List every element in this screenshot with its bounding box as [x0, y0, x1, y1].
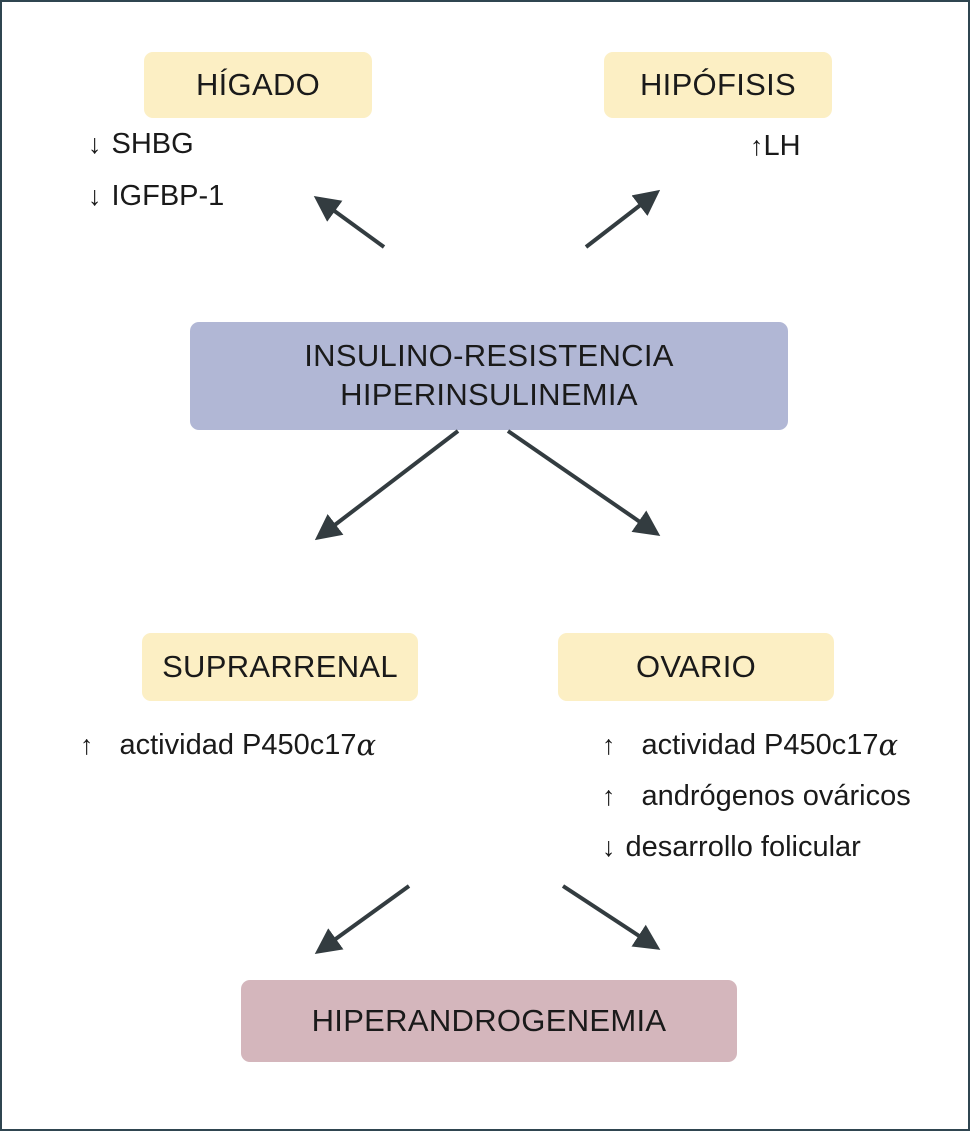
suprarrenal-box: SUPRARRENAL [142, 633, 418, 701]
alpha-symbol: α [878, 728, 899, 762]
up-arrow-icon: ↑ [602, 781, 616, 811]
ovario-effect-desarrollo: ↓ desarrollo folicular [602, 831, 861, 863]
down-arrow-icon: ↓ [602, 832, 616, 862]
higado-box: HÍGADO [144, 52, 372, 118]
arrow-to-suprarrenal [314, 429, 460, 541]
center-box: INSULINO-RESISTENCIA HIPERINSULINEMIA [190, 322, 788, 430]
up-arrow-icon: ↑ [80, 729, 94, 760]
center-line-1: INSULINO-RESISTENCIA [304, 338, 674, 374]
higado-effect-shbg: ↓ SHBG [88, 128, 194, 160]
ovario-effect-androgenos: ↑ andrógenos ováricos [602, 780, 911, 812]
alpha-symbol: α [356, 728, 377, 762]
hipofisis-label: HIPÓFISIS [639, 66, 796, 102]
arrow-to-higado [313, 195, 386, 249]
up-arrow-icon: ↑ [602, 729, 616, 760]
hiperandrogenemia-box: HIPERANDROGENEMIA [241, 980, 737, 1062]
ovario-box: OVARIO [558, 633, 834, 701]
suprarrenal-label: SUPRARRENAL [162, 648, 398, 684]
arrow-ovario-to-result [561, 884, 661, 950]
down-arrow-icon: ↓ [88, 129, 102, 159]
center-line-2: HIPERINSULINEMIA [340, 377, 638, 412]
arrow-suprarrenal-to-result [314, 884, 411, 955]
higado-effect-igfbp1: ↓ IGFBP-1 [88, 180, 225, 212]
hiperandrogenemia-label: HIPERANDROGENEMIA [311, 1002, 667, 1038]
hipofisis-box: HIPÓFISIS [604, 52, 832, 118]
up-arrow-icon: ↑ [750, 131, 764, 161]
down-arrow-icon: ↓ [88, 181, 102, 211]
higado-label: HÍGADO [195, 66, 321, 102]
ovario-label: OVARIO [635, 648, 757, 684]
arrow-to-ovario [506, 429, 661, 536]
arrow-to-hipofisis [584, 189, 661, 249]
hipofisis-effect-lh: ↑ LH [750, 130, 801, 162]
